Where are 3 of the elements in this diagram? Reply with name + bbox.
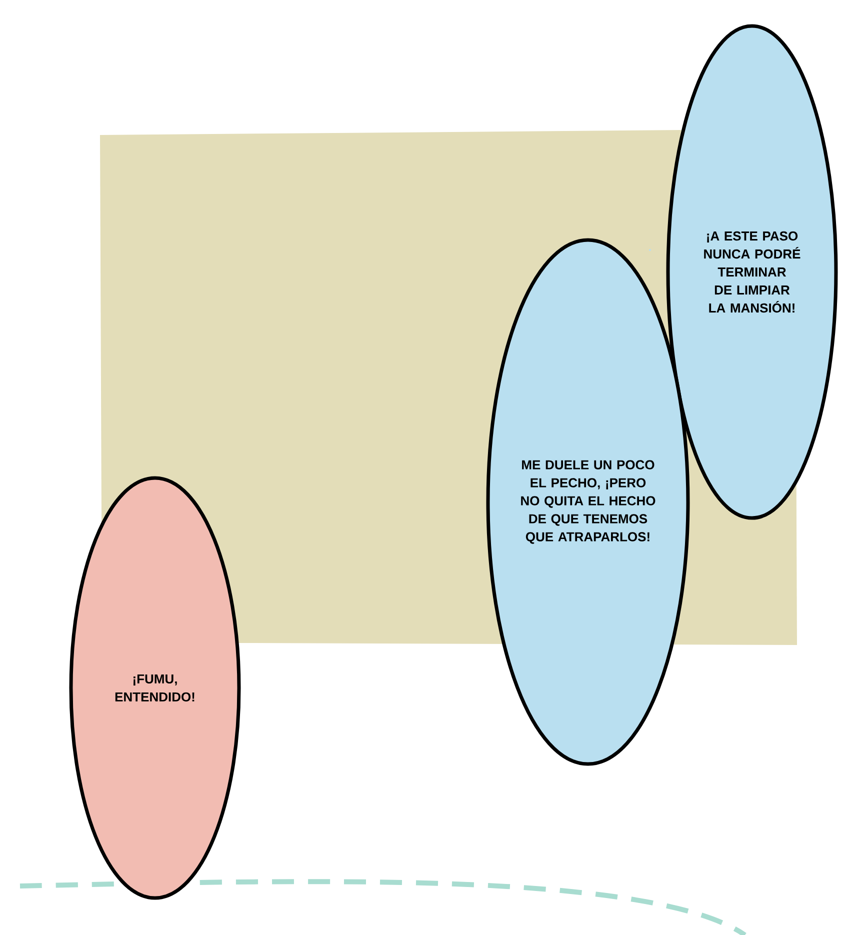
speech-text: ¡A ESTE PASO NUNCA PODRÉ TERMINAR DE LIMPIAR LA MANSIÓN! [704,231,800,313]
speech-text: ME DUELE UN POCO EL PECHO, ¡PERO NO QUITA EL HECHO DE QUE TENEMOS QUE ATRAPARLOS! [521,460,656,544]
speech-text: ¡FUMU, ENTENDIDO! [115,674,194,702]
